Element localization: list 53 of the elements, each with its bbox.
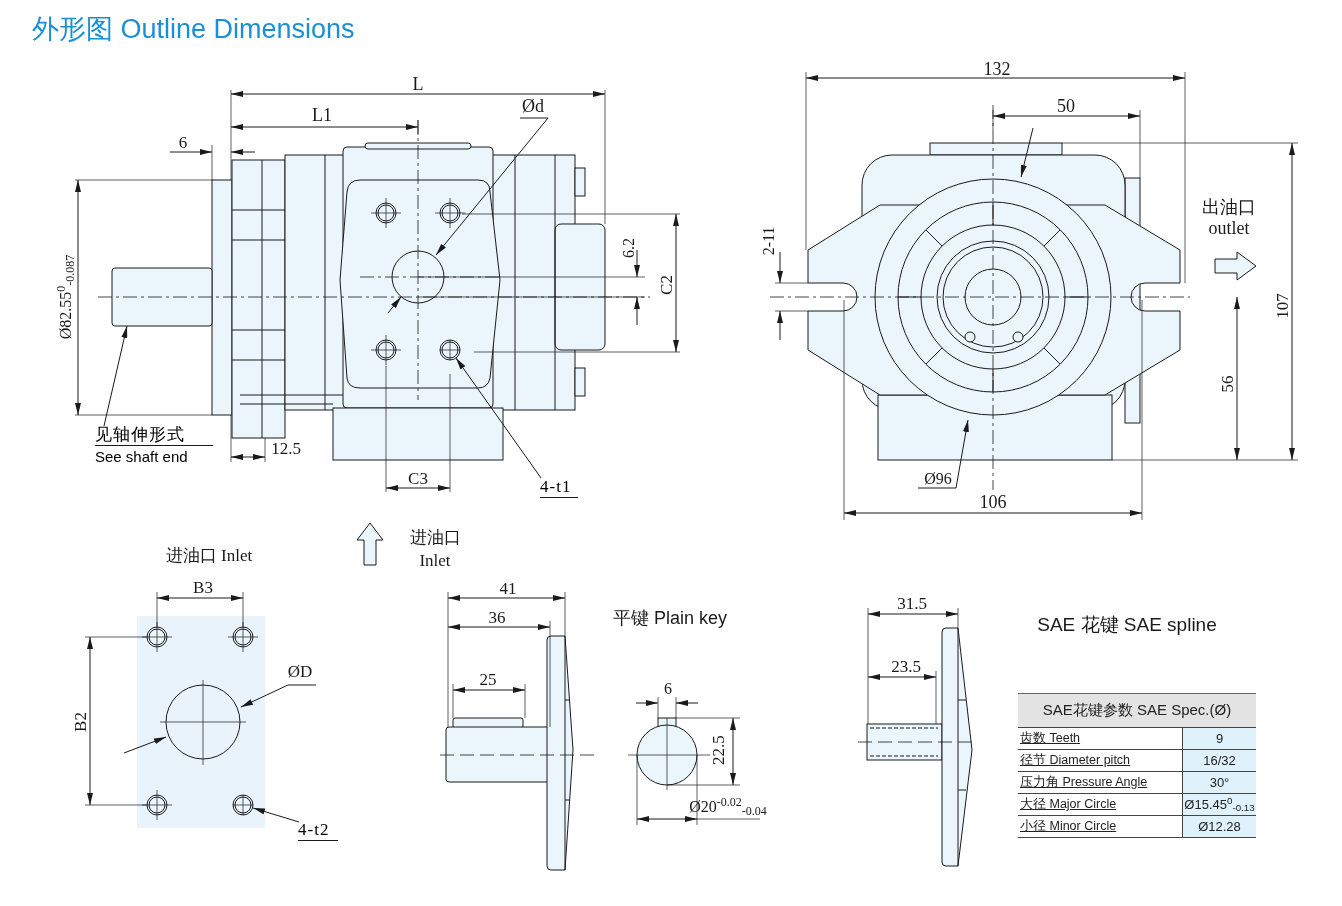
- dimension-value: 12.5: [271, 439, 301, 457]
- table-cell: 30°: [1182, 772, 1256, 793]
- callout-text: See shaft end: [95, 447, 188, 467]
- dimension-value: 31.5: [897, 594, 927, 612]
- bolt-hole: [439, 339, 461, 361]
- table-cell: 9: [1182, 728, 1256, 749]
- dimension-value: L: [412, 75, 424, 93]
- dimension-value: 25: [479, 670, 497, 688]
- table-cell-text: 大径 Major Circle: [1019, 796, 1118, 813]
- port-label: outlet: [1208, 219, 1250, 237]
- dimension-value: 132: [983, 60, 1011, 78]
- callout-text: 4-t2: [298, 819, 338, 841]
- table-cell: 16/32: [1182, 750, 1256, 771]
- dimension-value: Ø96: [924, 471, 952, 487]
- dimension-value: 2-11: [761, 226, 777, 256]
- port-label: 出油口: [1202, 198, 1256, 216]
- port-label: Inlet: [419, 551, 451, 569]
- callout-text: 4-t1: [540, 476, 578, 498]
- leader-line: [252, 807, 300, 823]
- dimension-value: 6: [178, 133, 188, 151]
- page-title: 外形图 Outline Dimensions: [32, 16, 355, 43]
- table-cell-text: 小径 Minor Circle: [1019, 818, 1118, 835]
- leader-line: [103, 325, 128, 427]
- dimension-value: 107: [1273, 293, 1291, 319]
- dimension-value: 41: [499, 579, 517, 597]
- dimension-value: 50: [1057, 97, 1075, 115]
- dimension-value: B2: [71, 712, 89, 732]
- table-header: SAE花键参数 SAE Spec.(Ø): [1018, 694, 1256, 728]
- bolt-hole: [232, 794, 254, 816]
- leader-line: [455, 357, 542, 479]
- dimension-value: Ød: [522, 97, 544, 115]
- port-label: 进油口: [409, 528, 461, 546]
- dimension-value: 6: [664, 681, 672, 697]
- view-title: SAE 花键 SAE spline: [1037, 614, 1217, 634]
- dimension-value: 56: [1218, 375, 1236, 393]
- table-cell: Ø12.28: [1182, 816, 1256, 837]
- view-title: 进油口 Inlet: [165, 546, 253, 564]
- dimension-value: ØD: [287, 662, 313, 680]
- dimension-value: L1: [312, 106, 332, 124]
- dimension-value: 36: [488, 608, 506, 626]
- view-title: 平键 Plain key: [613, 609, 727, 627]
- dimension-value: C3: [408, 469, 428, 487]
- dimension-value: 23.5: [891, 657, 921, 675]
- table-cell-text: 压力角 Pressure Angle: [1019, 774, 1149, 791]
- dimension-value: 6.2: [621, 238, 637, 258]
- shaft: [111, 267, 213, 327]
- dimension-value: C2: [657, 275, 675, 295]
- dimension-value: B3: [193, 578, 213, 596]
- table-cell-text: 齿数 Teeth: [1019, 730, 1082, 747]
- table-cell-text: 径节 Diameter pitch: [1019, 752, 1132, 769]
- dimension-value: 106: [979, 493, 1007, 511]
- dimension-value: 22.5: [709, 735, 727, 765]
- callout-text: 见轴伸形式: [95, 424, 213, 446]
